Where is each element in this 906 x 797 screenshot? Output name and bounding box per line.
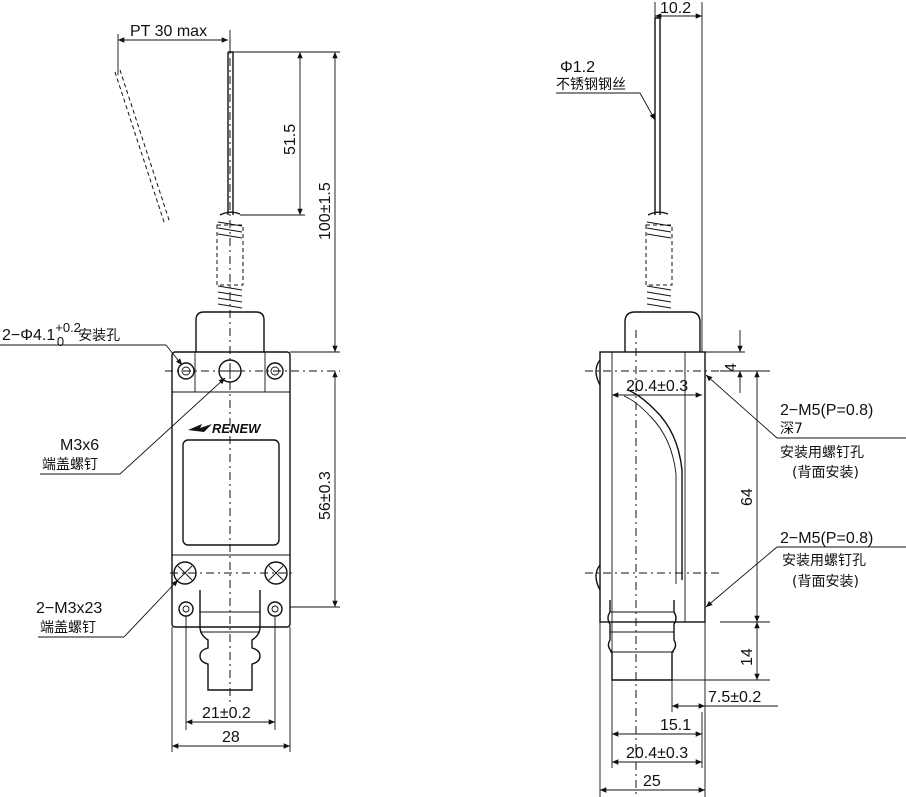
cover-screw-line1: M3x6 (60, 437, 99, 454)
side-view: 10.2 Φ1.2 不锈钢钢丝 20.4±0.3 4 2−M5(P=0.8) 深… (556, 0, 906, 797)
dim-51-5: 51.5 (282, 124, 299, 155)
dim-4: 4 (723, 363, 740, 372)
cover-screw-line2: 端盖螺钉 (42, 457, 98, 473)
dim-14: 14 (739, 648, 756, 666)
side-wire-rod (654, 17, 661, 215)
dim-100: 100±1.5 (317, 182, 334, 240)
bottom-screw-line2: 端盖螺钉 (40, 620, 96, 636)
front-view: RENEW PT 30 max 51.5 100±1.5 56±0.3 2−Φ4… (0, 23, 340, 752)
m5-back-line2: 深7 (780, 421, 803, 437)
bottom-screw-line1: 2−M3x23 (36, 600, 102, 617)
m5-front-line3: (背面安装) (792, 574, 859, 590)
m5-back-line1: 2−M5(P=0.8) (780, 402, 873, 419)
dim-15-1: 15.1 (660, 717, 691, 734)
dim-10-2: 10.2 (660, 0, 691, 17)
front-window (182, 439, 280, 546)
dim-25: 25 (643, 773, 661, 790)
wire-dia: Φ1.2 (560, 59, 595, 76)
side-bellows (607, 600, 677, 681)
pt-max-label: PT 30 max (130, 23, 207, 40)
m5-front-line1: 2−M5(P=0.8) (780, 530, 873, 547)
m5-back-line3: 安装用螺钉孔 (780, 445, 864, 461)
dim-20-4-top: 20.4±0.3 (626, 378, 688, 395)
front-body (171, 351, 291, 628)
wire-material: 不锈钢钢丝 (556, 77, 626, 93)
m5-front-line2: 安装用螺钉孔 (782, 553, 866, 569)
dim-7-5: 7.5±0.2 (708, 689, 761, 706)
dim-28: 28 (222, 729, 240, 746)
dim-56: 56±0.3 (317, 471, 334, 520)
dim-20-4-bottom: 20.4±0.3 (626, 745, 688, 762)
m5-back-line4: (背面安装) (792, 465, 859, 481)
side-head-cap (624, 311, 701, 352)
dim-64: 64 (739, 488, 756, 506)
brand-logo: RENEW (212, 421, 262, 436)
front-wire-tilted (114, 69, 171, 226)
side-body (599, 351, 706, 623)
dim-21: 21±0.2 (202, 705, 251, 722)
